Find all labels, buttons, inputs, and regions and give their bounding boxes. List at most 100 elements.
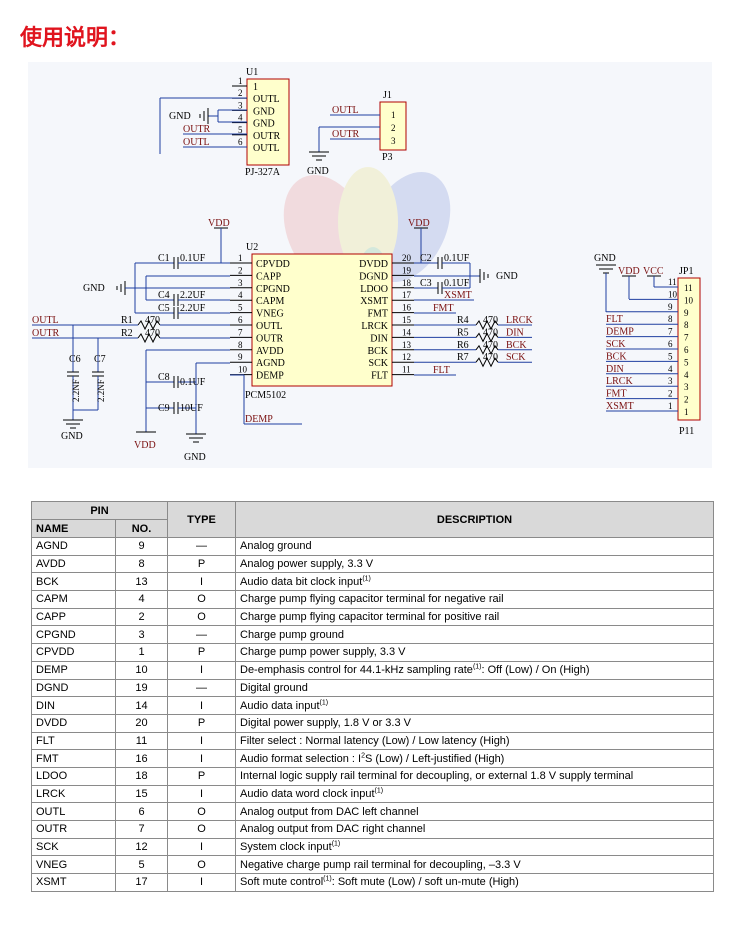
u2-right-pin-number: 16 bbox=[402, 303, 412, 313]
jp1-body-number: 2 bbox=[684, 395, 689, 405]
u1-pin-name: 1 bbox=[253, 82, 258, 93]
pin-type-cell-text: O bbox=[197, 805, 206, 818]
pin-description-cell-text: Charge pump flying capacitor terminal fo… bbox=[240, 593, 504, 606]
u2-right-pin-name: LDOO bbox=[360, 284, 388, 295]
pin-number-cell: 14 bbox=[115, 696, 168, 715]
u2-left-pin-number: 3 bbox=[238, 278, 243, 288]
pin-type-cell: I bbox=[167, 731, 236, 751]
pin-name-cell: SCK bbox=[31, 837, 116, 857]
pin-type-cell: I bbox=[167, 572, 236, 592]
u2-right-pin-name: DIN bbox=[370, 333, 388, 344]
r7-val: 470 bbox=[483, 352, 498, 363]
u1-pin-name: OUTR bbox=[253, 131, 281, 142]
u2-right-pin-number: 20 bbox=[402, 253, 412, 263]
jp1-part: P11 bbox=[679, 426, 694, 437]
pin-type-cell-text: I bbox=[199, 734, 204, 747]
c6-val: 2.2NF bbox=[71, 379, 81, 402]
pin-name-cell: LDOO bbox=[31, 766, 116, 786]
pin-description-cell-text: Filter select : Normal latency (Low) / L… bbox=[240, 734, 510, 747]
pin-number-cell-text: 19 bbox=[135, 681, 148, 694]
u2-right-pin-name: LRCK bbox=[361, 321, 388, 332]
u2-right-pin-number: 13 bbox=[402, 340, 412, 350]
pin-description-cell-text: Charge pump flying capacitor terminal fo… bbox=[240, 611, 500, 624]
pin-description-cell-text: Audio data bit clock input bbox=[240, 575, 363, 588]
pin-type-cell: I bbox=[167, 749, 236, 768]
u2-right-pin-name: BCK bbox=[367, 346, 388, 357]
j1-outl-net: OUTL bbox=[332, 105, 359, 116]
pin-number-cell-text: 3 bbox=[138, 628, 145, 641]
pin-number-cell-text: 16 bbox=[135, 752, 148, 765]
u2-right-pin-name: SCK bbox=[369, 358, 389, 369]
u2-right-pin-name: FLT bbox=[371, 371, 388, 382]
pin-type-cell-text: P bbox=[197, 646, 206, 659]
u1-outr-net: OUTR bbox=[183, 124, 211, 135]
pin-type-cell-text: I bbox=[199, 699, 204, 712]
j1-body bbox=[379, 101, 407, 151]
pin-number-cell-text: 11 bbox=[135, 734, 148, 747]
pin-type-cell-text: I bbox=[199, 787, 204, 800]
pin-name-cell: DGND bbox=[31, 678, 116, 698]
j1-pin-2: 2 bbox=[391, 123, 396, 133]
vdd-top-left: VDD bbox=[208, 218, 230, 229]
c2-val: 0.1UF bbox=[444, 253, 470, 264]
pin-type-cell: P bbox=[167, 766, 236, 786]
pin-number-cell: 8 bbox=[115, 554, 168, 574]
jp1-pin-number: 6 bbox=[668, 339, 673, 349]
u2-right-pin-number: 17 bbox=[402, 290, 412, 300]
resistor-symbol bbox=[475, 332, 499, 343]
outl-left-net: OUTL bbox=[32, 315, 59, 326]
pin-name-cell: CAPP bbox=[31, 607, 116, 627]
pin-number-cell: 10 bbox=[115, 660, 168, 680]
u1-pin-name: GND bbox=[253, 119, 275, 130]
c7-ref: C7 bbox=[94, 354, 106, 365]
pin-number-cell: 2 bbox=[115, 607, 168, 627]
pin-number-cell: 11 bbox=[115, 731, 168, 751]
u2-body bbox=[251, 253, 393, 387]
pin-description-cell: System clock input(1) bbox=[235, 837, 714, 857]
jp1-pin-number: 1 bbox=[668, 401, 673, 411]
j1-ref: J1 bbox=[383, 90, 392, 101]
pin-description-cell: Negative charge pump rail terminal for d… bbox=[235, 855, 714, 875]
pin-type-cell: — bbox=[167, 537, 236, 556]
pin-number-cell-text: 14 bbox=[135, 699, 148, 712]
u2-left-pin-number: 4 bbox=[238, 290, 243, 300]
pin-name-cell-text: CPGND bbox=[36, 628, 76, 641]
u1-gnd-label: GND bbox=[169, 111, 191, 122]
demp-net: DEMP bbox=[245, 414, 273, 425]
footnote-marker: (1) bbox=[323, 875, 332, 883]
u1-pin-number: 4 bbox=[238, 113, 243, 123]
jp1-pin-number: 4 bbox=[668, 364, 673, 374]
fmt-net: FMT bbox=[433, 303, 454, 314]
c1-val: 0.1UF bbox=[180, 253, 206, 264]
pin-description-cell: De-emphasis control for 44.1-kHz samplin… bbox=[235, 660, 714, 680]
j1-pin-3: 3 bbox=[391, 136, 396, 146]
pin-description-cell: Analog ground bbox=[235, 537, 714, 556]
pin-name-cell: DVDD bbox=[31, 713, 116, 733]
pin-description-cell-text: De-emphasis control for 44.1-kHz samplin… bbox=[240, 664, 473, 677]
footnote-marker: (1) bbox=[362, 575, 371, 583]
u1-pin-number: 2 bbox=[238, 88, 243, 98]
pin-name-cell-text: DVDD bbox=[36, 717, 68, 730]
pin-name-cell: FLT bbox=[31, 731, 116, 751]
pin-description-cell: Digital power supply, 1.8 V or 3.3 V bbox=[235, 713, 714, 733]
pin-description-cell-text: Internal logic supply rail terminal for … bbox=[240, 770, 634, 783]
pin-type-cell: I bbox=[167, 873, 236, 892]
pin-description-cell-text: Digital ground bbox=[240, 681, 308, 694]
jp1-pin-number: 5 bbox=[668, 351, 673, 361]
pin-name-cell: CPGND bbox=[31, 625, 116, 645]
pin-type-cell-text: P bbox=[197, 770, 206, 783]
footnote-marker: (1) bbox=[472, 663, 482, 671]
c9-val: 10UF bbox=[180, 403, 203, 414]
c8-ref: C8 bbox=[158, 372, 170, 383]
jp1-net-label: LRCK bbox=[606, 376, 633, 387]
u2-left-pin-name: VNEG bbox=[256, 309, 284, 320]
pin-number-cell: 18 bbox=[115, 766, 168, 786]
u2-dac: U2 PCM5102 1CPVDD2CAPP3CPGND4CAPM5VNEG6O… bbox=[230, 242, 414, 401]
